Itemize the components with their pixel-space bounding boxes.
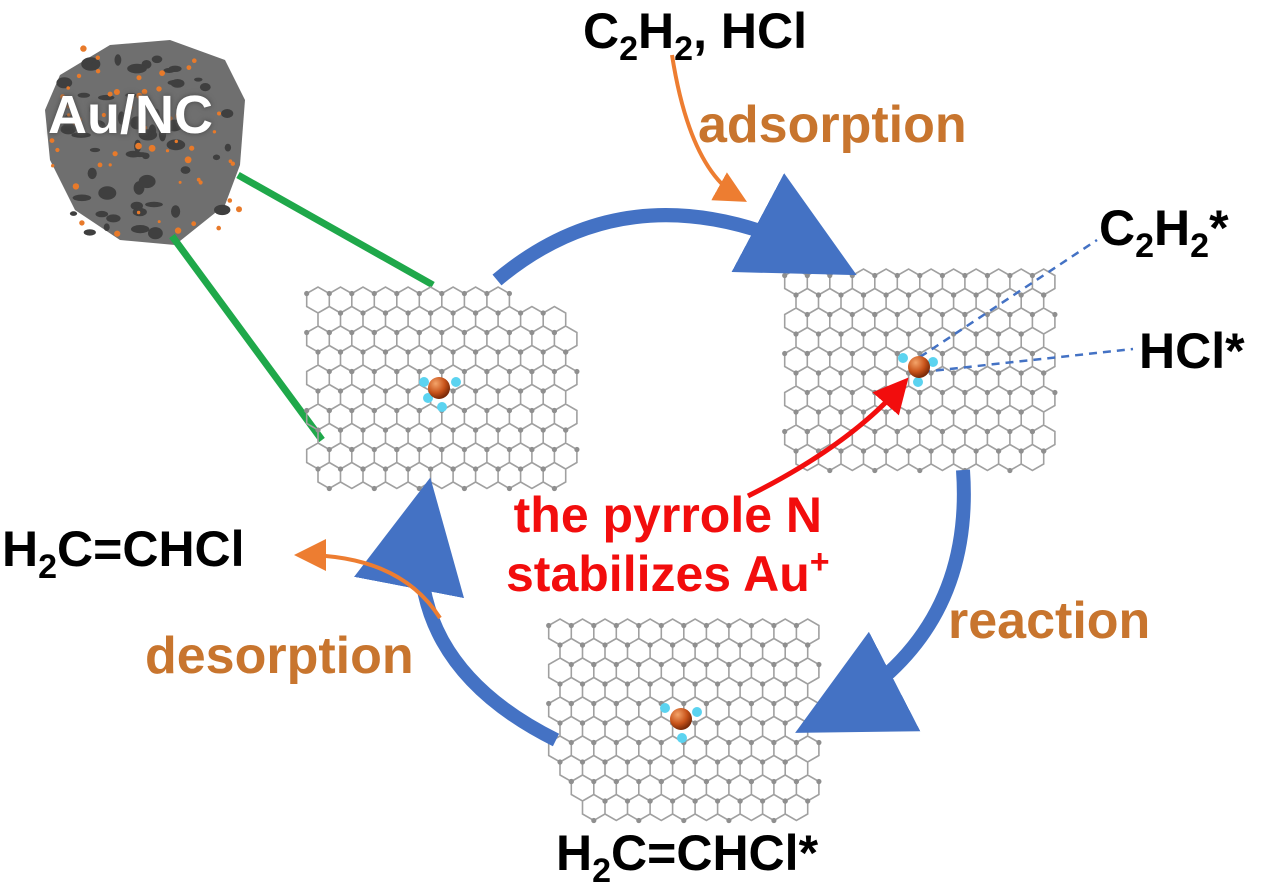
graphene-sheet-left xyxy=(304,286,580,492)
reactants-c-sub: 2 xyxy=(619,30,639,68)
adsorbed-product-star: * xyxy=(798,825,819,881)
adsorption-label: adsorption xyxy=(698,96,967,154)
au-site-left xyxy=(419,377,461,412)
c2h2-star: * xyxy=(1209,200,1229,256)
c2h2-callout-line xyxy=(919,238,1098,359)
c2h2-c-sub: 2 xyxy=(1135,227,1155,265)
hcl-callout-line xyxy=(921,347,1134,374)
product-h-sub: 2 xyxy=(38,548,58,586)
product-rest: C=CHCl xyxy=(57,521,245,577)
adsorbed-product-h: H xyxy=(556,825,593,881)
adsorbed-product-rest: C=CHCl xyxy=(611,825,799,881)
reactants-h: H xyxy=(638,3,675,59)
product-h: H xyxy=(2,521,39,577)
pyrrole-note-line2-text: stabilizes Au xyxy=(506,546,810,602)
connector-line-top xyxy=(236,171,435,289)
au-site-right xyxy=(898,353,938,387)
cycle-arrow-left xyxy=(354,477,560,747)
adsorption-arrow xyxy=(670,54,747,202)
reactants-label: C2H2, HCl xyxy=(583,3,807,66)
desorption-arrow xyxy=(294,539,442,620)
catalyst-label: Au/NC xyxy=(48,85,213,145)
c2h2-h-sub: 2 xyxy=(1190,227,1210,265)
reactants-h-sub: 2 xyxy=(674,30,694,68)
adsorbed-product-label: H2C=CHCl* xyxy=(556,825,819,888)
pyrrole-note-line1: the pyrrole N xyxy=(513,487,823,543)
cycle-arrow-top xyxy=(492,173,857,286)
adsorbed-product-h-sub: 2 xyxy=(592,852,612,890)
connector-line-bottom xyxy=(169,233,325,443)
reactants-rest: , HCl xyxy=(693,3,807,59)
pyrrole-note-line2-sup: + xyxy=(809,543,830,581)
desorption-label: desorption xyxy=(145,627,414,685)
reactants-c: C xyxy=(583,3,620,59)
pyrrole-note-line2: stabilizes Au+ xyxy=(506,543,830,604)
pyrrole-note: the pyrrole N stabilizes Au+ xyxy=(506,486,830,604)
reaction-label: reaction xyxy=(948,592,1151,650)
c2h2-c: C xyxy=(1099,200,1136,256)
cycle-arrow-right xyxy=(795,469,971,733)
c2h2-adsorbed-label: C2H2* xyxy=(1099,200,1229,263)
c2h2-h: H xyxy=(1154,200,1191,256)
hcl-adsorbed-label: HCl* xyxy=(1139,323,1245,379)
product-label: H2C=CHCl xyxy=(2,521,245,584)
au-site-bottom xyxy=(660,703,702,743)
pyrrole-pointer-arrow xyxy=(746,377,909,499)
au-nc-particle xyxy=(45,40,245,245)
